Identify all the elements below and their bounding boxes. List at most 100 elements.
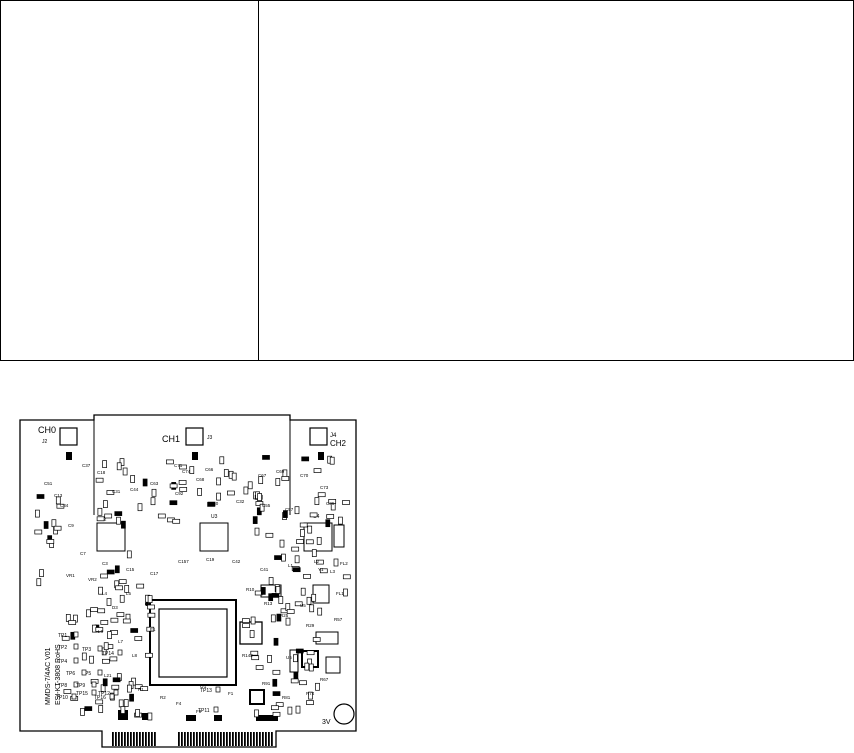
smd-component <box>106 490 115 495</box>
smd-component <box>275 586 281 594</box>
component-ref-label: FL2 <box>340 561 348 566</box>
smd-component <box>147 712 153 721</box>
component-ref-label: C92 <box>175 491 184 496</box>
smd-component <box>216 477 221 486</box>
component-ref-label: C41 <box>260 567 269 572</box>
table-cell-left <box>1 1 259 360</box>
smd-component <box>56 503 65 509</box>
component-ref-label: E1 <box>150 627 156 632</box>
smd-component <box>300 587 306 596</box>
label-ch1: CH1 <box>162 434 180 444</box>
connector-finger <box>184 732 186 746</box>
connector-finger <box>220 732 222 746</box>
component-ref-label: FL1 <box>336 591 344 596</box>
smd-component <box>119 594 125 603</box>
smd-component <box>268 593 274 602</box>
smd-component <box>179 487 188 492</box>
smd-component <box>342 500 350 505</box>
smd-component <box>342 574 351 580</box>
smd-component <box>272 711 281 717</box>
smd-component <box>279 539 285 548</box>
component-ref-label: L5 <box>126 591 132 596</box>
test-point-pad <box>117 649 123 656</box>
smd-component <box>34 529 43 535</box>
test-point-label: TP16 <box>94 695 106 701</box>
smd-component <box>137 503 143 512</box>
smd-component <box>247 481 253 490</box>
smd-component <box>257 493 262 501</box>
connector-finger <box>196 732 198 746</box>
component-ref-label: L1 <box>288 563 294 568</box>
connector-finger <box>181 732 183 746</box>
test-point-pad <box>113 689 119 696</box>
smd-component <box>300 529 305 537</box>
component-ref-label: C55 <box>262 503 271 508</box>
component-ref-label: R13 <box>264 601 273 606</box>
smd-component <box>223 469 229 477</box>
smd-component <box>295 705 301 714</box>
connector-finger <box>139 732 141 746</box>
smd-component <box>272 669 281 675</box>
smd-component <box>294 601 303 607</box>
connector-finger <box>253 732 255 746</box>
connector-finger <box>244 732 246 746</box>
smd-component <box>140 686 149 691</box>
smd-component <box>151 488 157 497</box>
connector-finger <box>262 732 264 746</box>
pad-bottom-3 <box>186 715 196 721</box>
connector-finger <box>124 732 126 746</box>
component-ref-label: R81 <box>282 695 291 700</box>
smd-component <box>172 518 181 524</box>
smd-component <box>242 623 250 628</box>
smd-component <box>110 617 119 623</box>
component-ref-label: C74 <box>182 469 191 474</box>
label-u1: U1 <box>200 684 207 690</box>
connector-finger <box>193 732 195 746</box>
test-point-label: TP5 <box>82 671 91 677</box>
smd-component <box>258 476 264 484</box>
pad-j2 <box>66 452 72 460</box>
component-ref-label: C50 <box>210 501 219 506</box>
smd-component <box>216 492 221 501</box>
connector-finger <box>121 732 123 746</box>
smd-component <box>97 608 106 614</box>
test-point-label: TP11 <box>198 708 210 714</box>
smd-component <box>120 706 126 714</box>
component-fl2-right <box>333 524 345 548</box>
connector-finger <box>247 732 249 746</box>
smd-component <box>295 648 304 654</box>
smd-component <box>306 700 314 705</box>
connector-finger <box>238 732 240 746</box>
smd-component <box>329 456 335 465</box>
component-ref-label: C69 <box>276 469 285 474</box>
smd-component <box>317 492 326 498</box>
connector-finger <box>259 732 261 746</box>
smd-component <box>103 642 109 651</box>
smd-component <box>130 628 139 633</box>
connector-finger <box>232 732 234 746</box>
component-ref-label: R25 <box>280 613 289 618</box>
test-point-pad <box>109 693 115 700</box>
component-ref-label: VR2 <box>88 577 97 582</box>
smd-component <box>178 480 187 485</box>
smd-component <box>150 497 156 506</box>
smd-component <box>250 616 256 625</box>
test-point-pad <box>73 657 79 664</box>
smd-component <box>308 691 313 700</box>
test-point-pad <box>71 693 77 700</box>
component-ref-label: R142 <box>242 653 253 658</box>
component-ref-label: C15 <box>126 567 135 572</box>
pad-bottom-4 <box>214 715 222 721</box>
smd-component <box>39 569 44 577</box>
component-ref-label: C68 <box>196 477 205 482</box>
smd-component <box>254 709 259 718</box>
smd-component <box>303 574 311 579</box>
component-ref-label: L4 <box>102 591 108 596</box>
smd-component <box>106 569 115 575</box>
smd-component <box>343 588 348 597</box>
chip-u2 <box>96 522 126 552</box>
smd-component <box>275 702 284 707</box>
small-components <box>34 455 351 721</box>
